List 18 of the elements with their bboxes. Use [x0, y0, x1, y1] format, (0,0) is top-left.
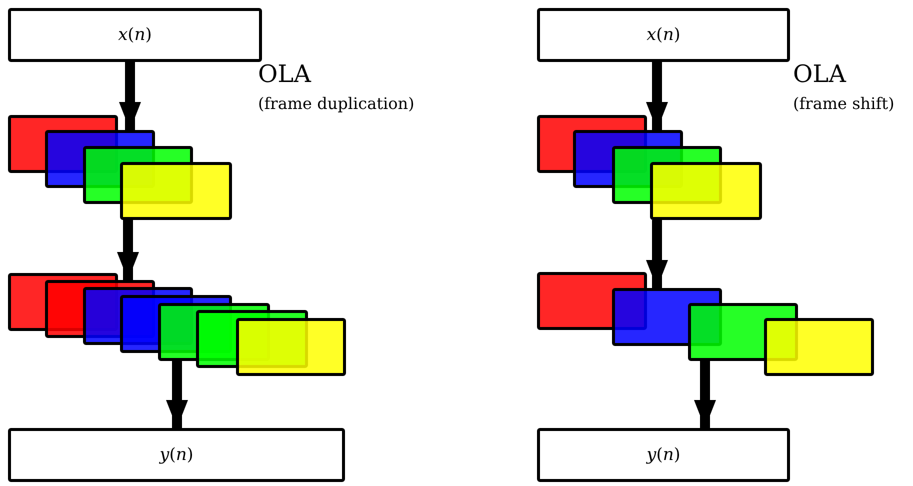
arrow — [119, 62, 141, 130]
method-note: (frame shift) — [793, 94, 894, 113]
signal-box: x(n) — [8, 8, 262, 62]
signal-box: y(n) — [8, 428, 345, 482]
frame-rect — [120, 162, 232, 220]
frame-rect — [650, 162, 762, 220]
signal-box: x(n) — [537, 8, 790, 62]
frame-rect — [764, 318, 874, 376]
arrow — [646, 62, 668, 130]
method-title: OLA — [793, 60, 846, 88]
arrow — [646, 220, 668, 288]
arrow — [166, 361, 188, 428]
arrow — [694, 361, 716, 428]
arrow — [117, 220, 139, 280]
method-title: OLA — [258, 60, 311, 88]
signal-box: y(n) — [537, 428, 790, 482]
frame-rect — [236, 318, 346, 376]
method-note: (frame duplication) — [258, 94, 414, 113]
